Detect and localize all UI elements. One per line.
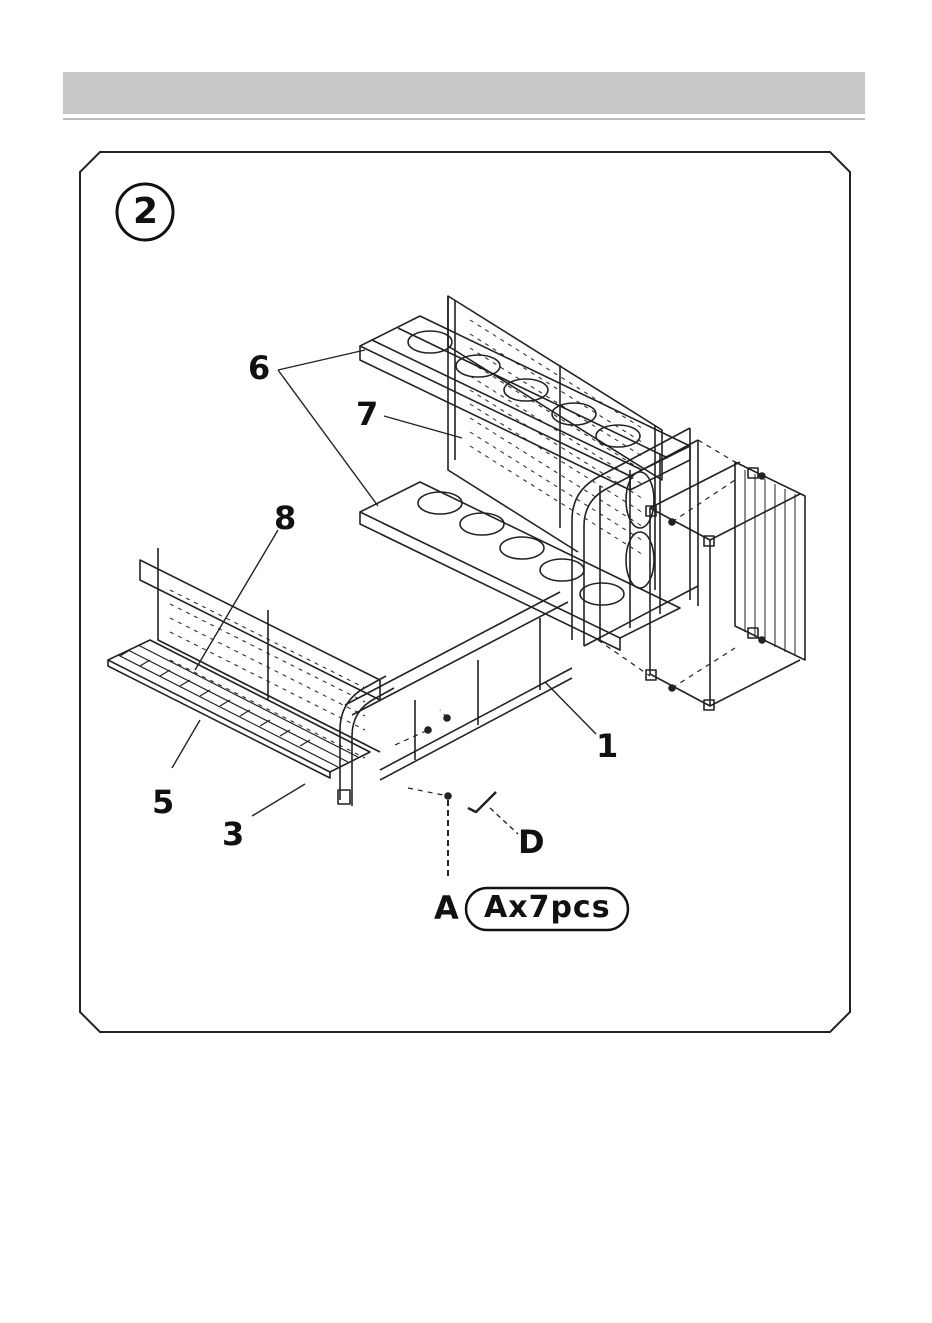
- callout-7: 7: [356, 398, 378, 430]
- callout-3: 3: [222, 818, 244, 850]
- step-number: 2: [133, 194, 158, 230]
- callout-8: 8: [274, 502, 296, 534]
- callout-5: 5: [152, 786, 174, 818]
- callout-6: 6: [248, 352, 270, 384]
- rack-drawing: [108, 296, 805, 880]
- left-panel: [140, 560, 380, 700]
- back-panel-perforations: [470, 320, 645, 556]
- callout-1: 1: [596, 730, 618, 762]
- grid-floor-slats: [118, 645, 358, 767]
- hardware-paths: [395, 440, 735, 796]
- right-end-frame: [572, 428, 698, 646]
- callout-D: D: [518, 826, 545, 858]
- callout-A: A: [434, 892, 459, 924]
- hardware-count-label: Ax7pcs: [484, 893, 611, 923]
